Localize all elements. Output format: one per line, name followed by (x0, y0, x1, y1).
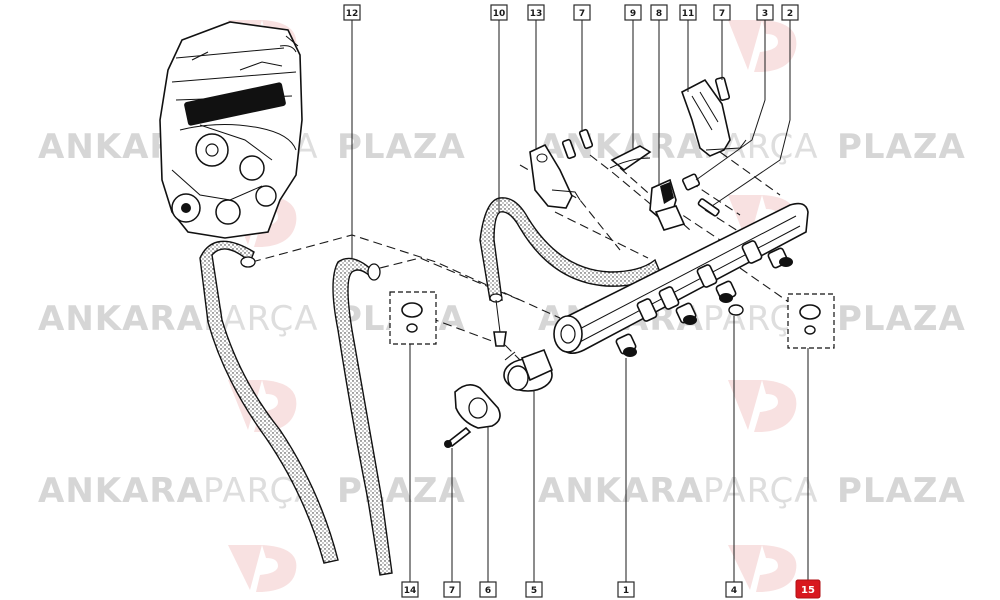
o-ring-icon (406, 323, 418, 333)
callout-label: 13 (530, 9, 543, 19)
callout-9[interactable]: 9 (624, 4, 642, 21)
callout-label: 7 (579, 9, 585, 19)
callout-2[interactable]: 2 (781, 4, 799, 21)
watermark-word: PLAZA (837, 127, 966, 167)
watermark-logo (228, 545, 297, 592)
callout-7-top-b[interactable]: 7 (713, 4, 731, 21)
screw-icon (714, 76, 731, 102)
callout-8[interactable]: 8 (650, 4, 668, 21)
callout-label: 11 (682, 9, 695, 19)
callout-10[interactable]: 10 (490, 4, 508, 21)
highlight-badge (795, 579, 821, 599)
injector-icon (767, 247, 793, 269)
o-ring-icon (804, 325, 816, 335)
watermark-word: PARÇA (703, 471, 819, 511)
injector-icon (675, 302, 697, 325)
screw-icon (444, 426, 472, 448)
screw-icon (561, 128, 594, 160)
watermark-word: ANKARA (538, 471, 704, 511)
callout-label: 9 (630, 9, 636, 19)
callout-label: 14 (404, 586, 417, 596)
callout-5[interactable]: 5 (525, 581, 543, 598)
callout-label: 7 (449, 586, 455, 596)
watermark-logo (728, 545, 797, 592)
callout-label: 4 (731, 586, 737, 596)
watermark-word: PLAZA (337, 471, 466, 511)
callout-11[interactable]: 11 (679, 4, 697, 21)
sensor-icon (649, 178, 686, 231)
watermark-word: ANKARA (38, 299, 204, 339)
callout-label: 3 (762, 9, 768, 19)
watermark-logo (728, 20, 797, 72)
fuel-rail-icon (553, 202, 809, 357)
callout-label: 6 (485, 586, 491, 596)
hose-icon (199, 240, 339, 564)
callout-3[interactable]: 3 (756, 4, 774, 21)
injector-icon (615, 333, 637, 357)
callout-6[interactable]: 6 (479, 581, 497, 598)
callout-label: 7 (719, 9, 725, 19)
watermark-word: PLAZA (837, 299, 966, 339)
callout-14[interactable]: 14 (401, 581, 419, 598)
engine-icon (159, 21, 303, 239)
injector-icon (636, 240, 763, 322)
callout-label: 15 (801, 585, 815, 596)
o-ring-icon (728, 304, 744, 316)
o-ring-kit-15 (787, 293, 835, 349)
o-ring-icon (799, 304, 821, 320)
watermark-word: PLAZA (837, 471, 966, 511)
callout-12[interactable]: 12 (343, 4, 361, 21)
callout-7-top-a[interactable]: 7 (573, 4, 591, 21)
watermark-word: ANKARA (38, 471, 204, 511)
callout-label: 10 (493, 9, 506, 19)
watermark-word: PLAZA (337, 127, 466, 167)
clip-icon (609, 145, 652, 172)
callout-4[interactable]: 4 (725, 581, 743, 598)
callout-label: 2 (787, 9, 793, 19)
o-ring-icon (401, 302, 423, 318)
callout-7-bottom[interactable]: 7 (443, 581, 461, 598)
callout-label: 5 (531, 586, 537, 596)
callout-label: 8 (656, 9, 662, 19)
callout-1[interactable]: 1 (617, 581, 635, 598)
callout-15-highlighted[interactable]: 15 (795, 579, 821, 599)
hose-icon (332, 257, 393, 576)
callout-label: 12 (346, 9, 359, 19)
spacer-icon (681, 173, 701, 191)
injector-icon (715, 280, 737, 303)
callout-13[interactable]: 13 (527, 4, 545, 21)
pressure-regulator-icon (503, 348, 554, 392)
gasket-icon (454, 384, 501, 429)
callout-label: 1 (623, 586, 629, 596)
bracket-icon (529, 143, 581, 209)
leader-lines (351, 20, 809, 582)
callouts: 12 10 13 7 9 8 11 7 (343, 4, 821, 599)
o-ring-kit-14 (389, 291, 437, 345)
watermark-logo (728, 380, 797, 432)
stud-icon (697, 198, 720, 217)
